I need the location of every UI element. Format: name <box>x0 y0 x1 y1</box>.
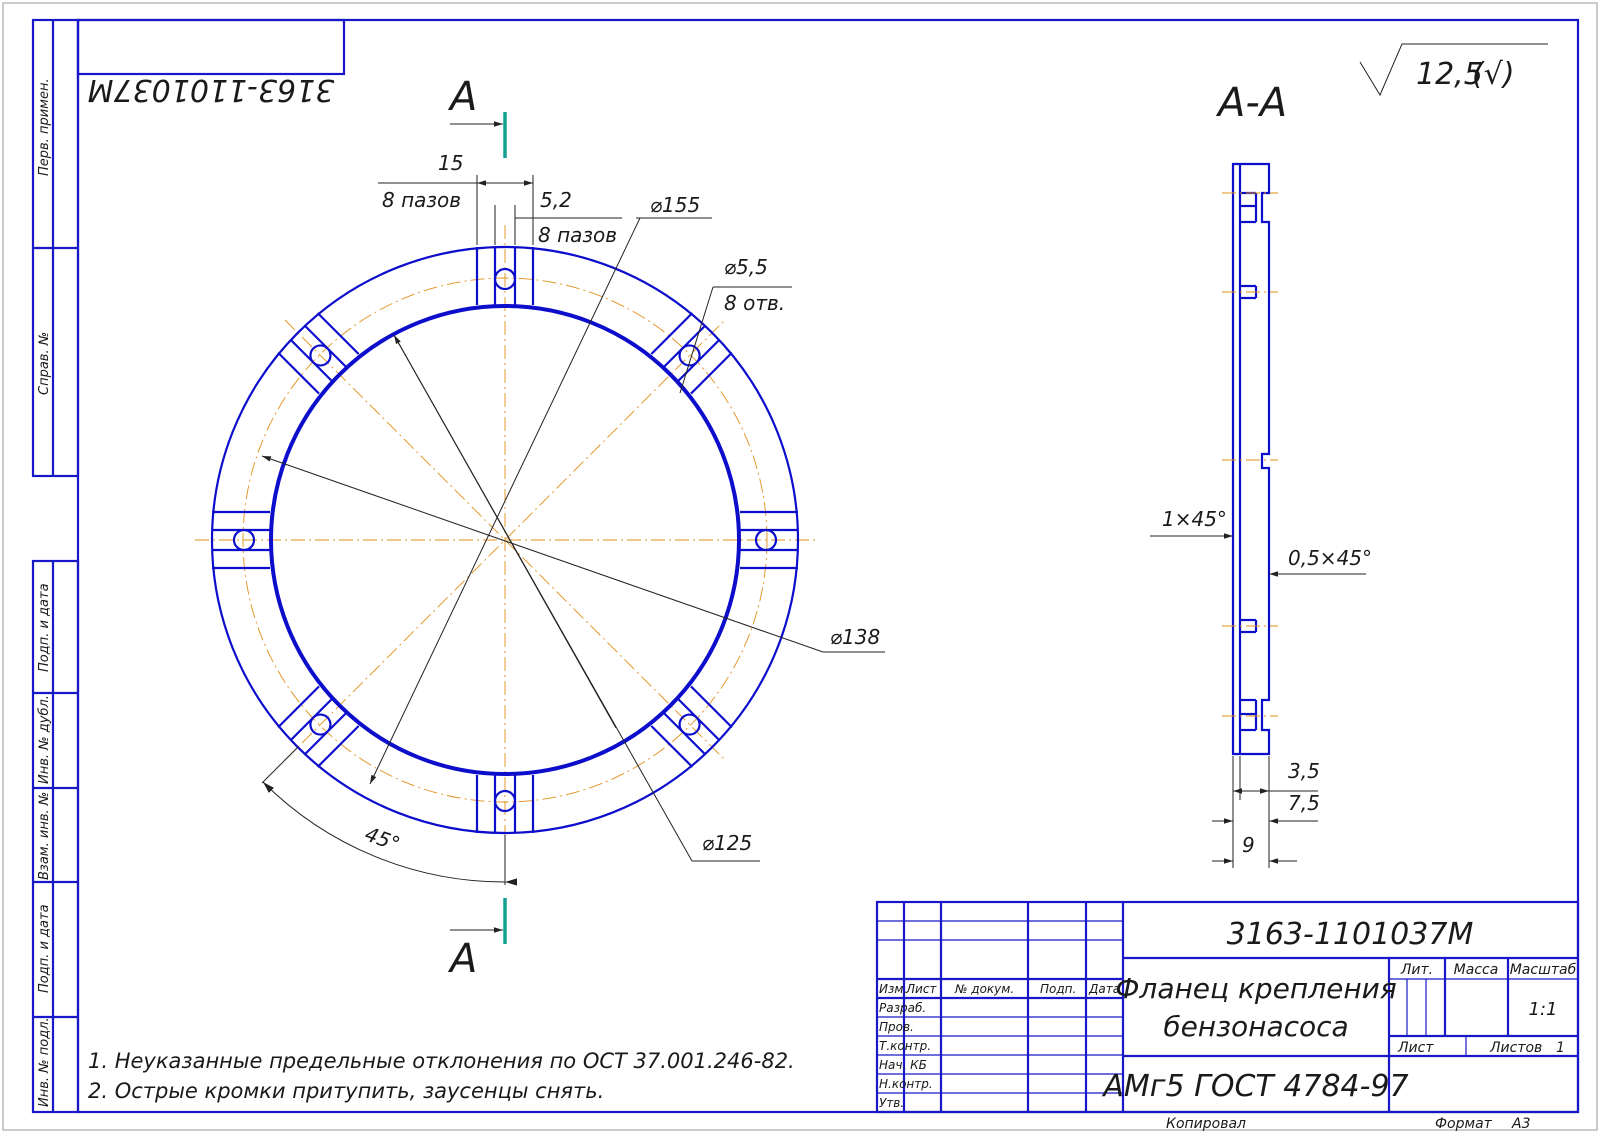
dim-slot-width: 15 <box>438 151 463 175</box>
label-sheets: Листов <box>1489 1040 1542 1056</box>
row-label-norm-control: Н.контр. <box>879 1077 933 1091</box>
dim-slot-width-note: 8 пазов <box>382 188 461 212</box>
value-sheets: 1 <box>1556 1040 1565 1056</box>
inner-contour <box>269 304 741 776</box>
dim-chamfer-1: 1×45° <box>1162 507 1227 531</box>
section-view-title: А-А <box>1215 80 1287 126</box>
title-part-name-1: Фланец крепления <box>1115 972 1396 1005</box>
row-label-head-kb: Нач. КБ <box>879 1058 927 1072</box>
side-stamp-ref-no: Справ. № <box>37 332 52 395</box>
row-label-checked: Пров. <box>879 1020 914 1034</box>
title-block <box>875 900 1580 1114</box>
section-marks <box>450 112 507 944</box>
dim-thickness-2: 7,5 <box>1288 791 1320 815</box>
title-block-text: Изм. Лист № докум. Подп. Дата Разраб. Пр… <box>879 917 1577 1132</box>
dim-hole-note: 8 отв. <box>724 291 785 315</box>
side-stamp-first-use: Перв. примен. <box>37 78 52 176</box>
roughness-suffix: (√) <box>1472 57 1515 92</box>
center-lines <box>195 225 815 855</box>
col-header-sheet: Лист <box>905 982 937 996</box>
label-scale: Масштаб <box>1510 962 1577 978</box>
section-mark-top: А <box>447 74 477 120</box>
side-stamp-orig-inv: Инв. № подл. <box>37 1017 52 1107</box>
label-sheet: Лист <box>1397 1040 1434 1056</box>
drawing-number-top: 3163-1101037М <box>88 72 335 107</box>
dim-hole-diameter: ⌀5,5 <box>724 255 768 279</box>
roughness-sign: 12,5 (√) <box>1359 43 1548 97</box>
value-format: А3 <box>1511 1116 1530 1132</box>
label-lit: Лит. <box>1400 962 1433 978</box>
side-stamp-dup-inv: Инв. № дубл. <box>37 695 52 784</box>
row-label-developer: Разраб. <box>879 1001 926 1015</box>
roughness-value: 12,5 <box>1416 57 1483 92</box>
dim-slot-depth: 5,2 <box>540 188 572 212</box>
note-1: 1. Неуказанные предельные отклонения по … <box>88 1049 795 1073</box>
dim-thickness-1: 3,5 <box>1288 759 1320 783</box>
col-header-doc-no: № докум. <box>954 982 1014 996</box>
side-stamp-replace-inv: Взам. инв. № <box>37 792 52 880</box>
front-dimension-labels: А А 15 8 пазов 5,2 8 пазов ⌀155 ⌀5,5 8 о… <box>362 74 880 982</box>
front-view <box>195 112 885 944</box>
front-dimensions <box>261 175 885 886</box>
dim-chamfer-2: 0,5×45° <box>1288 546 1372 570</box>
col-header-change: Изм. <box>879 982 907 996</box>
title-material: АМг5 ГОСТ 4784-97 <box>1101 1069 1408 1104</box>
row-label-tech-control: Т.контр. <box>879 1039 931 1053</box>
label-copied: Копировал <box>1166 1116 1246 1132</box>
title-part-name-2: бензонасоса <box>1163 1010 1348 1043</box>
row-label-approved: Утв. <box>879 1096 904 1110</box>
label-format: Формат <box>1435 1116 1493 1132</box>
col-header-date: Дата <box>1088 982 1120 996</box>
dim-inner-diameter: ⌀138 <box>830 625 880 649</box>
dim-slot-depth-note: 8 пазов <box>538 223 617 247</box>
section-view <box>1150 162 1366 868</box>
side-stamps: Перв. примен. Справ. № Подп. и дата Инв.… <box>37 78 52 1107</box>
section-labels: А-А 1×45° 0,5×45° 3,5 7,5 9 <box>1162 80 1372 857</box>
title-drawing-number: 3163-1101037М <box>1227 917 1474 952</box>
col-header-sign: Подп. <box>1040 982 1076 996</box>
section-mark-bottom: А <box>447 936 477 982</box>
technical-notes: 1. Неуказанные предельные отклонения по … <box>88 1049 795 1103</box>
note-2: 2. Острые кромки притупить, заусенцы сня… <box>88 1079 604 1103</box>
dim-pitch-diameter: ⌀125 <box>702 831 752 855</box>
dim-outer-diameter: ⌀155 <box>650 193 700 217</box>
label-mass: Масса <box>1454 962 1499 978</box>
side-stamp-sign-date-1: Подп. и дата <box>37 583 52 672</box>
dim-angle: 45° <box>362 822 404 857</box>
dim-thickness-3: 9 <box>1242 833 1255 857</box>
side-stamp-sign-date-2: Подп. и дата <box>37 904 52 993</box>
value-scale: 1:1 <box>1529 999 1558 1020</box>
